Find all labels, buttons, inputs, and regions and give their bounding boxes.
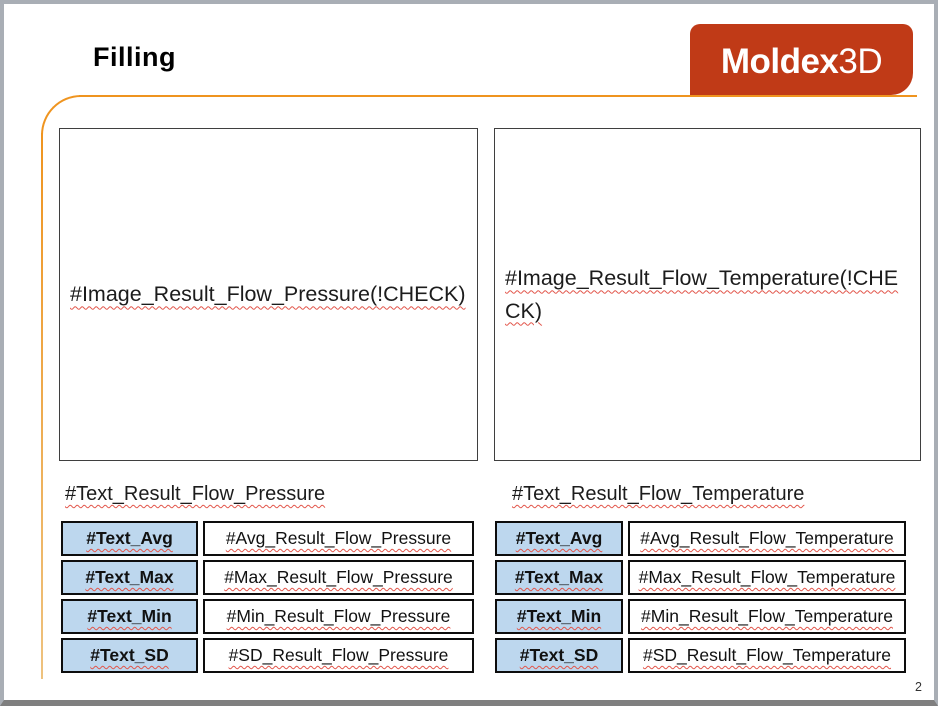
image-placeholder-pressure: #Image_Result_Flow_Pressure(!CHECK): [59, 128, 478, 461]
image-placeholder-temperature-text: #Image_Result_Flow_Temperature(!CHECK): [505, 266, 899, 323]
table-title-temperature: #Text_Result_Flow_Temperature: [512, 483, 805, 505]
value-text: #SD_Result_Flow_Temperature: [642, 645, 892, 665]
label-text: #Text_Min: [87, 606, 172, 626]
value-text: #Max_Result_Flow_Pressure: [224, 567, 453, 587]
table-row-value: #Avg_Result_Flow_Pressure: [203, 521, 474, 556]
label-text: #Text_Max: [85, 567, 174, 587]
table-row-label: #Text_Min: [495, 599, 623, 634]
table-row-value: #Max_Result_Flow_Pressure: [203, 560, 474, 595]
table-row-label: #Text_SD: [61, 638, 198, 673]
value-text: #Avg_Result_Flow_Pressure: [225, 528, 452, 548]
table-row-value: #Min_Result_Flow_Pressure: [203, 599, 474, 634]
table-row-value: #Avg_Result_Flow_Temperature: [628, 521, 906, 556]
image-placeholder-pressure-text: #Image_Result_Flow_Pressure(!CHECK): [70, 282, 466, 307]
value-text: #Min_Result_Flow_Temperature: [641, 606, 893, 626]
accent-line-left: [41, 133, 43, 679]
label-text: #Text_Min: [516, 606, 602, 626]
label-text: #Text_SD: [90, 645, 169, 665]
value-text: #Avg_Result_Flow_Temperature: [640, 528, 894, 548]
value-text: #SD_Result_Flow_Pressure: [228, 645, 449, 665]
slide-title: Filling: [93, 42, 176, 72]
table-row-label: #Text_Min: [61, 599, 198, 634]
stats-table-pressure: #Text_Avg #Avg_Result_Flow_Pressure #Tex…: [61, 521, 474, 673]
accent-line-top: [79, 95, 917, 97]
table-title-pressure: #Text_Result_Flow_Pressure: [65, 483, 326, 505]
label-text: #Text_SD: [519, 645, 599, 665]
value-text: #Min_Result_Flow_Pressure: [226, 606, 451, 626]
table-row-value: #SD_Result_Flow_Temperature: [628, 638, 906, 673]
logo-brand-bold: Moldex: [720, 41, 839, 81]
stats-table-temperature: #Text_Avg #Avg_Result_Flow_Temperature #…: [495, 521, 906, 673]
table-row-label: #Text_Avg: [61, 521, 198, 556]
label-text: #Text_Avg: [86, 528, 173, 548]
label-text: #Text_Avg: [515, 528, 603, 548]
table-row-label: #Text_SD: [495, 638, 623, 673]
table-row-label: #Text_Avg: [495, 521, 623, 556]
label-text: #Text_Max: [514, 567, 604, 587]
value-text: #Max_Result_Flow_Temperature: [638, 567, 896, 587]
table-row-value: #Min_Result_Flow_Temperature: [628, 599, 906, 634]
table-row-value: #Max_Result_Flow_Temperature: [628, 560, 906, 595]
table-row-value: #SD_Result_Flow_Pressure: [203, 638, 474, 673]
logo-brand-light: 3D: [838, 41, 883, 81]
page-number: 2: [915, 680, 922, 694]
table-row-label: #Text_Max: [495, 560, 623, 595]
table-row-label: #Text_Max: [61, 560, 198, 595]
image-placeholder-temperature: #Image_Result_Flow_Temperature(!CHECK): [494, 128, 921, 461]
